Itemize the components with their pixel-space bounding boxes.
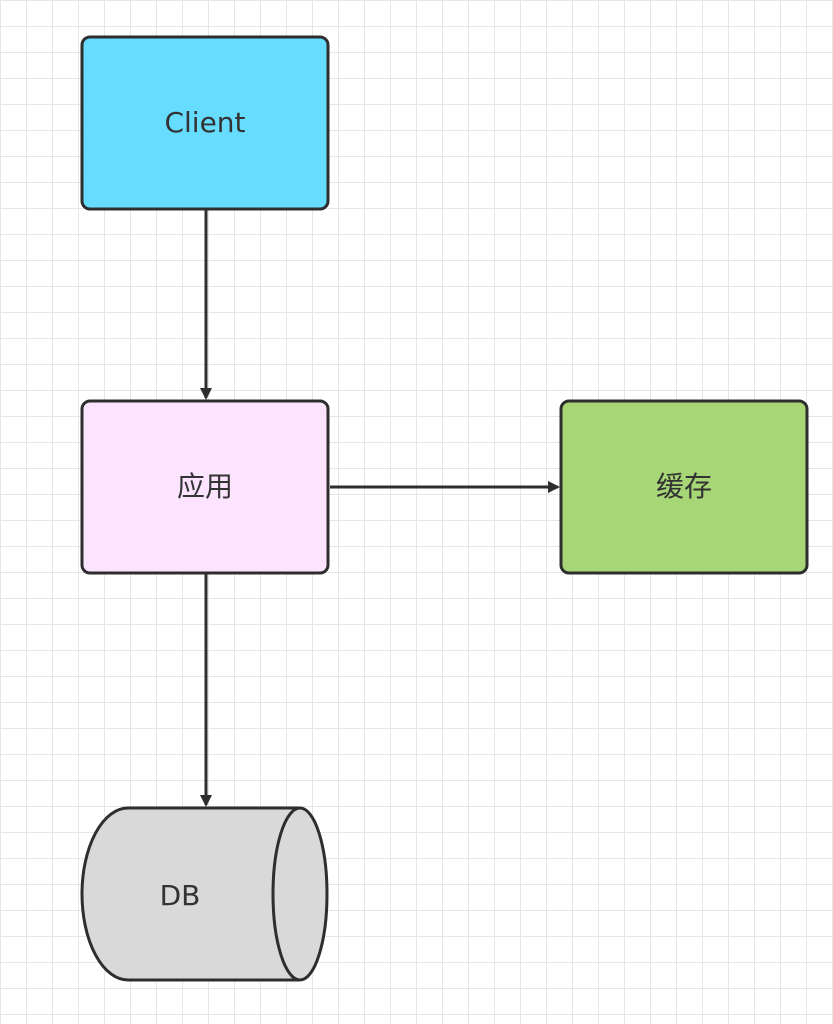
- cache-box: [559, 399, 809, 575]
- cache-node[interactable]: 缓存: [559, 399, 809, 575]
- cache-label: 缓存: [656, 470, 712, 503]
- client-node[interactable]: Client: [80, 35, 330, 211]
- edges: [200, 210, 560, 807]
- app-node[interactable]: 应用: [80, 399, 330, 575]
- app-box: [80, 399, 330, 575]
- db-cylinder-end: [271, 806, 329, 982]
- client-label: Client: [164, 106, 245, 139]
- client-box: [80, 35, 330, 211]
- db-node[interactable]: DB: [80, 806, 329, 982]
- db-cylinder-body: [80, 806, 300, 982]
- db-label: DB: [160, 879, 201, 912]
- app-label: 应用: [177, 470, 233, 503]
